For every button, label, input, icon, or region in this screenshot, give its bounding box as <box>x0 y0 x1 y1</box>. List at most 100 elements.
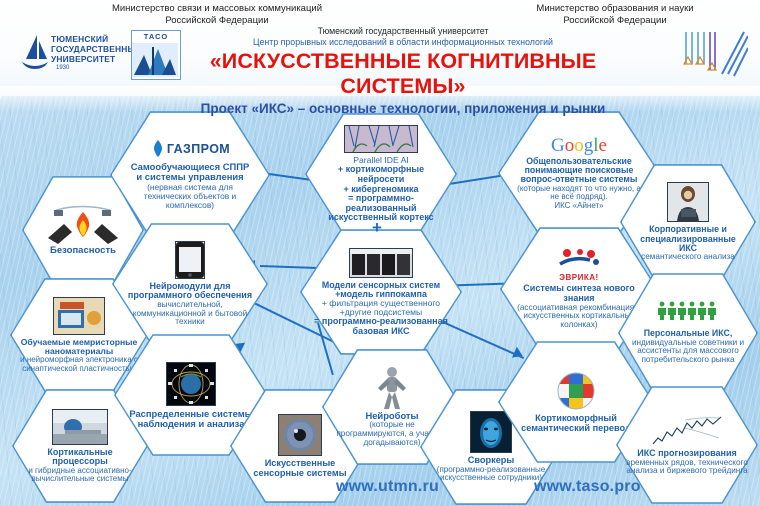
node-forecast[interactable]: ИКС прогнозирования временных рядов, тех… <box>616 385 758 505</box>
eureka-title: Системы синтеза нового знания <box>523 283 635 303</box>
sworkers-sub: (программно-реализованные искусственные … <box>436 464 546 483</box>
tablet-device-photo <box>175 240 205 279</box>
page-title: «ИСКУССТВЕННЫЕ КОГНИТИВНЫЕ СИСТЕМЫ» <box>209 48 597 98</box>
google-title: Общепользовательские понимающие поисковы… <box>520 155 638 185</box>
gazprom-sub: (нервная система для технических объекто… <box>143 182 237 210</box>
sensors-title: Искусственные сенсорные системы <box>253 457 347 478</box>
tmn-l2: ГОСУДАРСТВЕННЫЙ <box>51 44 143 54</box>
base-iks-line5: = программно-реализованная базовая ИКС <box>314 316 448 336</box>
corporate-title: Корпоративные и специализированные ИКС <box>640 224 736 253</box>
hex-shell <box>616 385 758 505</box>
google-sub2: ИКС «Айнет» <box>554 200 604 210</box>
page-subtitle: Проект «ИКС» – основные технологии, прил… <box>200 100 606 116</box>
background-wave <box>0 86 760 112</box>
base-iks-line3: + фильтрация существенного <box>321 298 441 309</box>
gazprom-flame-icon <box>153 140 162 158</box>
url-taso[interactable]: www.taso.pro <box>534 478 641 495</box>
flags-globe-icon <box>557 372 595 410</box>
fire-robot-arms-icon <box>48 205 118 244</box>
eureka-wordmark: ЭВРИКА! <box>559 273 599 283</box>
stock-chart-icon <box>652 416 722 445</box>
node-gazprom[interactable]: ГАЗПРОМ Самообучающиеся СППР и системы у… <box>110 110 270 240</box>
hex-content: Кортикальные процессоры и гибридные ассо… <box>12 388 148 504</box>
hex-content: Кортикоморфный семантический перевод <box>498 340 654 464</box>
cortical-proc-title: Кортикальные процессоры <box>47 446 113 467</box>
neuromodules-sub: вычислительной, коммуникационной и бытов… <box>132 300 248 327</box>
personal-sub: индивидуальные советники и ассистенты дл… <box>631 337 745 364</box>
node-cortex[interactable]: Parallel IDE AI + кортикоморфные нейросе… <box>305 112 457 236</box>
hex-content: Обучаемые мемристорные наноматериалы и н… <box>10 277 148 393</box>
url-utmn[interactable]: www.utmn.ru <box>336 478 439 495</box>
neural-net-visualization <box>344 125 418 154</box>
neurobots-title: Нейроботы <box>365 410 419 422</box>
woman-with-laptop-photo <box>667 182 709 223</box>
cortex-line1: Parallel IDE AI <box>353 155 409 166</box>
plus-symbol-cortex: + <box>372 218 382 237</box>
base-iks-line4: +другие подсистемы <box>339 307 423 318</box>
hex-content: Parallel IDE AI + кортикоморфные нейросе… <box>305 112 457 236</box>
tmn-l1: ТЮМЕНСКИЙ <box>51 34 109 44</box>
node-neuromodules[interactable]: Нейромодули для программного обеспечения… <box>112 222 268 346</box>
center-name: Центр прорывных исследований в области и… <box>253 36 553 47</box>
eureka-sub: (ассоциативная рекомбинация в искусствен… <box>517 302 641 329</box>
sail-boat-icon <box>22 35 48 69</box>
memristor-sample-photo <box>53 296 105 335</box>
taso-logo-text: ТАСО <box>143 32 169 41</box>
hex-shell <box>300 228 462 356</box>
eureka-logo: ЭВРИКА! <box>554 248 604 282</box>
google-sub: (которые находят то что нужно, а не всё … <box>517 183 641 202</box>
cortex-line4: = программно-реализованный искусственный… <box>328 193 434 223</box>
background-top <box>0 0 760 100</box>
hex-content: Нейроботы (которые не программируются, а… <box>322 348 462 466</box>
tyumen-logo-year: 1930 <box>56 65 70 71</box>
server-racks-photo <box>349 247 413 278</box>
forecast-title: ИКС прогнозирования <box>637 448 737 459</box>
hex-content: ГАЗПРОМ Самообучающиеся СППР и системы у… <box>110 110 270 240</box>
memristive-sub: и нейроморфная электроника с синаптическ… <box>20 355 138 373</box>
title-block: Тюменский государственный университет Це… <box>168 26 638 117</box>
ministry-right: Министерство образования и науки Российс… <box>470 3 760 26</box>
ministry-left: Министерство связи и массовых коммуникац… <box>62 3 372 26</box>
ministry-left-line1: Министерство связи и массовых коммуникац… <box>111 3 323 14</box>
ministry-right-line1: Министерство образования и науки <box>536 3 694 14</box>
cortical-proc-sub: и гибридные ассоциативно-вычислительные … <box>28 465 132 484</box>
gazprom-title: Самообучающиеся СППР и системы управлени… <box>130 161 250 183</box>
node-personal[interactable]: Персональные ИКС, индивидуальные советни… <box>618 272 758 394</box>
hex-content: Персональные ИКС, индивидуальные советни… <box>618 272 758 394</box>
tmn-l3: УНИВЕРСИТЕТ <box>51 54 116 64</box>
base-iks-line2: +модель гиппокампа <box>335 288 427 299</box>
hex-content: Корпоративные и специализированные ИКС с… <box>620 163 756 281</box>
satellite-network-photo <box>166 361 216 406</box>
hex-content: ЭВРИКА! Системы синтеза нового знания (а… <box>500 226 658 352</box>
hex-content: ИКС прогнозирования временных рядов, тех… <box>616 385 758 505</box>
hex-content: Своркеры (программно-реализованные искус… <box>420 388 562 506</box>
taso-mark-icon <box>132 43 178 77</box>
corporate-sub: семантического анализа <box>641 252 735 262</box>
personal-title: Персональные ИКС, <box>643 328 733 339</box>
base-iks-line1: Модели сенсорных систем <box>321 279 441 290</box>
hex-shell <box>110 110 270 240</box>
people-group-icon <box>658 301 716 321</box>
hex-content: Распределенные системы наблюдения и анал… <box>114 333 268 457</box>
cortex-line2: + кортикоморфные нейросети <box>337 164 425 184</box>
node-corporate[interactable]: Корпоративные и специализированные ИКС с… <box>620 163 756 281</box>
hex-shell <box>305 112 457 236</box>
ministry-left-line2: Российской Федерации <box>165 14 269 26</box>
hex-content: Безопасность <box>22 175 144 285</box>
gazprom-wordmark: ГАЗПРОМ <box>166 141 231 156</box>
cortex-line3: + кибергеномика <box>343 183 419 194</box>
gazprom-logo: ГАЗПРОМ <box>150 140 230 158</box>
hex-content: Google Общепользовательские понимающие п… <box>498 110 660 236</box>
hex-content: Модели сенсорных систем +модель гиппокам… <box>300 228 462 356</box>
tyumen-logo-text: ТЮМЕНСКИЙ ГОСУДАРСТВЕННЫЙ УНИВЕРСИТЕТ <box>51 34 142 64</box>
project-mark-icon <box>682 30 749 78</box>
translate-title: Кортикоморфный семантический перевод <box>521 413 631 433</box>
eureka-mark-icon <box>559 249 599 266</box>
memristive-title: Обучаемые мемристорные наноматериалы <box>20 336 138 357</box>
digital-face-photo <box>470 411 512 454</box>
hex-shell <box>618 272 758 394</box>
tyumen-university-logo: ТЮМЕНСКИЙ ГОСУДАРСТВЕННЫЙ УНИВЕРСИТЕТ 19… <box>20 33 142 75</box>
node-base-iks[interactable]: Модели сенсорных систем +модель гиппокам… <box>300 228 462 356</box>
clean-room-photo <box>52 408 108 445</box>
